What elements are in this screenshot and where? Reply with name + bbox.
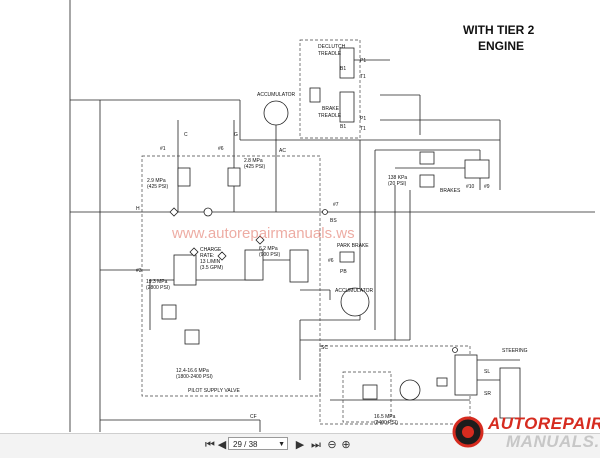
label-declutch: DECLUTCH [318,44,346,50]
label-lmin: 13 L/MIN [200,259,221,265]
label-p29a: 2.9 MPa [147,178,166,184]
label-p124a: 12.4-16.6 MPa [176,368,209,374]
label-n9: #9 [484,184,490,190]
pdf-toolbar: ⏮ ◀ ▶ ⏭ ⊖ ⊕ [0,433,600,458]
label-p1a: P1 [360,58,366,64]
label-brake-treadle: TREADLE [318,113,342,119]
label-p138a: 138 KPa [388,175,407,181]
label-n1: #1 [160,146,166,152]
label-p193a: 19.3 MPa [146,279,168,285]
zoom-out-icon[interactable]: ⊖ [327,439,337,451]
chevron-down-icon[interactable]: ▼ [278,441,285,448]
brand-logo: AUTOREPAIR MANUALS.ws [448,410,600,456]
label-b1a: B1 [340,66,346,72]
label-rate: RATE: [200,253,214,259]
label-gpm: (3.5 GPM) [200,265,223,271]
label-p193b: (2800 PSI) [146,285,170,291]
label-n3: #3 [136,268,142,274]
logo-line1: AUTOREPAIR [488,414,600,433]
label-cf: CF [250,414,257,420]
label-brakes: BRAKES [440,188,461,194]
label-h: H [136,206,140,212]
label-sc: SC [321,345,328,351]
label-p29b: (425 PSI) [147,184,168,190]
diagram-title-line2: ENGINE [478,39,524,53]
label-b1b: B1 [340,124,346,130]
label-p28b: (425 PSI) [244,164,265,170]
label-p1b: P1 [360,116,366,122]
label-t1a: T1 [360,74,366,80]
label-p124b: (1800-2400 PSI) [176,374,213,380]
label-n7: #7 [333,202,339,208]
label-p28a: 2.8 MPa [244,158,263,164]
label-accumulator-top: ACCUMULATOR [257,92,296,98]
label-c: C [184,132,188,138]
label-brake: BRAKE [322,106,340,112]
first-page-icon[interactable]: ⏮ [205,439,215,451]
label-park-brake: PARK BRAKE [337,243,369,249]
watermark: www.autorepairmanuals.ws [171,225,355,242]
label-pb: PB [340,269,347,275]
label-pilot-supply: PILOT SUPPLY VALVE [188,388,240,394]
label-t1b: T1 [360,126,366,132]
label-g: G [234,132,238,138]
diagram-title-line1: WITH TIER 2 [463,23,535,37]
label-p165a: 16.5 MPa [374,414,396,420]
document-page: WITH TIER 2 ENGINE DECLUTCH TREADLE BRAK… [69,0,595,432]
gear-logo-icon [452,416,484,448]
label-steering: STEERING [502,348,528,354]
label-bs: BS [330,218,337,224]
page-number-field[interactable]: 29 / 38 ▼ [228,437,288,450]
label-p138b: (20 PSI) [388,181,407,187]
last-page-icon[interactable]: ⏭ [311,439,321,451]
label-charge: CHARGE [200,247,222,253]
label-n6b: #6 [328,258,334,264]
label-p165b: (2400 PSI) [374,420,398,426]
label-ac: AC [279,148,286,154]
prev-page-icon[interactable]: ◀ [217,439,227,451]
label-sl: SL [484,369,490,375]
label-p62b: (900 PSI) [259,252,280,258]
logo-line2: MANUALS.ws [506,432,600,451]
label-n10: #10 [466,184,475,190]
next-page-icon[interactable]: ▶ [295,439,305,451]
label-accumulator-mid: ACCUMULATOR [335,288,374,294]
label-n6a: #6 [218,146,224,152]
page-number-value: 29 / 38 [233,440,258,449]
hydraulic-schematic: WITH TIER 2 ENGINE DECLUTCH TREADLE BRAK… [69,0,595,432]
label-sr: SR [484,391,491,397]
zoom-in-icon[interactable]: ⊕ [341,439,351,451]
label-p62a: 6.2 MPa [259,246,278,252]
label-treadle: TREADLE [318,51,342,57]
